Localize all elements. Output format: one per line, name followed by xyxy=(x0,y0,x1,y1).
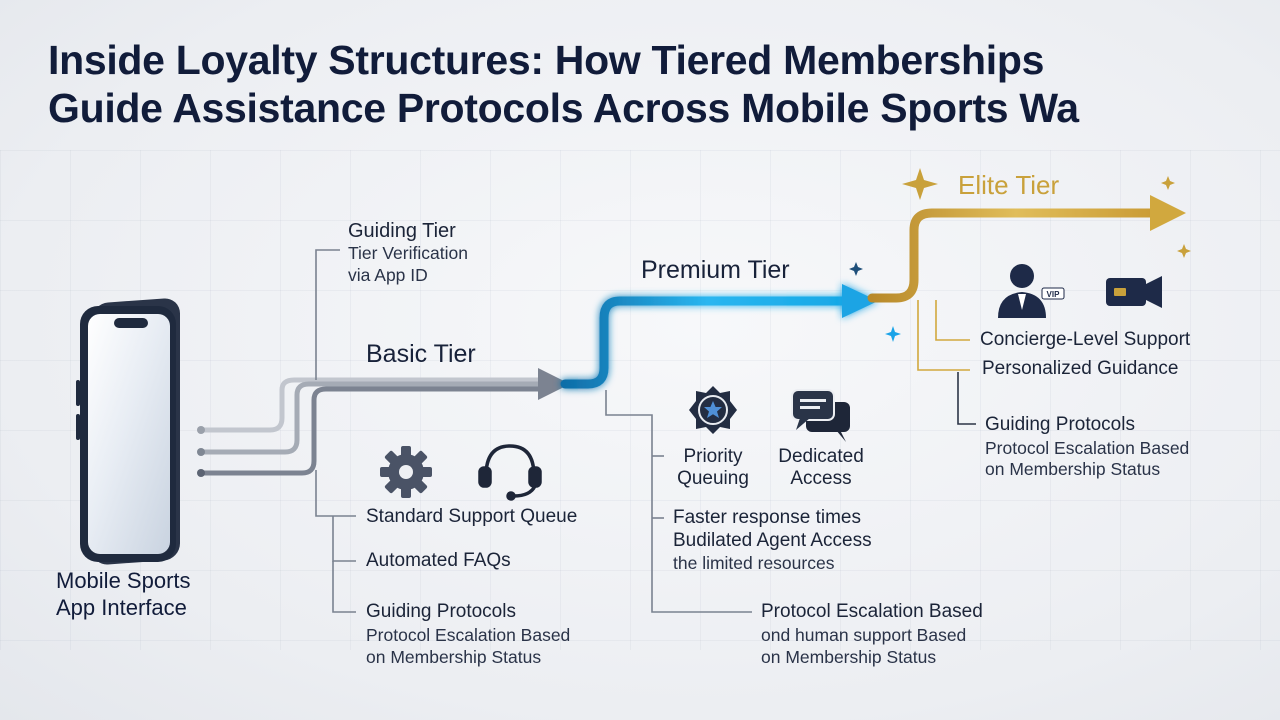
elite-protocol-connector xyxy=(957,372,976,425)
basic-item-standard-support: Standard Support Queue xyxy=(366,506,578,527)
elite-tier-label: Elite Tier xyxy=(958,170,1060,200)
elite-protocols-line-1: Protocol Escalation Based xyxy=(985,438,1190,458)
premium-feature-dedicated-line-1: Dedicated xyxy=(778,446,864,467)
premium-escalation-line-1: ond human support Based xyxy=(761,625,967,645)
phone-illustration xyxy=(76,298,180,565)
thin-connectors xyxy=(315,249,752,613)
elite-connectors xyxy=(917,300,970,371)
guiding-tier-line-1: Tier Verification xyxy=(348,243,468,263)
elite-item-personalized: Personalized Guidance xyxy=(982,358,1179,379)
priority-badge-icon xyxy=(689,386,737,434)
basic-protocols-heading: Guiding Protocols xyxy=(366,601,516,622)
premium-feature-priority-line-1: Priority xyxy=(683,446,743,467)
premium-feature-dedicated: Dedicated Access xyxy=(766,446,876,490)
basic-item-automated-faqs: Automated FAQs xyxy=(366,550,511,571)
premium-tier-label: Premium Tier xyxy=(641,256,790,284)
chat-bubbles-icon xyxy=(791,389,850,442)
premium-feature-priority: Priority Queuing xyxy=(665,446,761,490)
sparkle-icon xyxy=(849,168,1191,342)
basic-connector-lines xyxy=(197,377,548,477)
premium-benefit-line-1: Faster response times xyxy=(673,507,861,528)
vip-agent-icon xyxy=(998,264,1065,318)
premium-arrow-head xyxy=(842,284,878,318)
elite-item-concierge: Concierge-Level Support xyxy=(980,329,1191,350)
video-camera-icon xyxy=(1106,276,1162,308)
title-line-1: Inside Loyalty Structures: How Tiered Me… xyxy=(48,37,1045,83)
gear-icon xyxy=(380,446,432,498)
elite-protocols-line-2: on Membership Status xyxy=(985,459,1161,479)
phone-label-line-2: App Interface xyxy=(56,595,187,620)
premium-path xyxy=(560,296,855,389)
phone-label-line-1: Mobile Sports xyxy=(56,568,191,593)
premium-escalation-heading: Protocol Escalation Based xyxy=(761,601,983,622)
guiding-tier-line-2: via App ID xyxy=(348,265,428,285)
guiding-tier-heading: Guiding Tier xyxy=(348,220,456,242)
premium-escalation-line-2: on Membership Status xyxy=(761,647,937,667)
background-grid xyxy=(0,150,1280,650)
premium-benefit-line-2: Budilated Agent Access xyxy=(673,530,872,551)
phone-label: Mobile Sports App Interface xyxy=(56,567,191,621)
headset-icon xyxy=(478,444,542,501)
elite-protocols-heading: Guiding Protocols xyxy=(985,414,1135,435)
page-title: Inside Loyalty Structures: How Tiered Me… xyxy=(48,36,1248,132)
premium-feature-priority-line-2: Queuing xyxy=(677,468,749,489)
basic-arrow-head xyxy=(538,368,570,400)
title-line-2: Guide Assistance Protocols Across Mobile… xyxy=(48,85,1079,131)
basic-protocols-line-2: on Membership Status xyxy=(366,647,542,667)
vip-badge-text: VIP xyxy=(1047,290,1061,299)
elite-arrow-head xyxy=(1150,195,1186,231)
basic-tier-label: Basic Tier xyxy=(366,340,476,368)
premium-benefit-line-3: the limited resources xyxy=(673,553,835,573)
elite-path xyxy=(867,208,1165,303)
premium-feature-dedicated-line-2: Access xyxy=(790,468,852,489)
basic-protocols-line-1: Protocol Escalation Based xyxy=(366,625,571,645)
